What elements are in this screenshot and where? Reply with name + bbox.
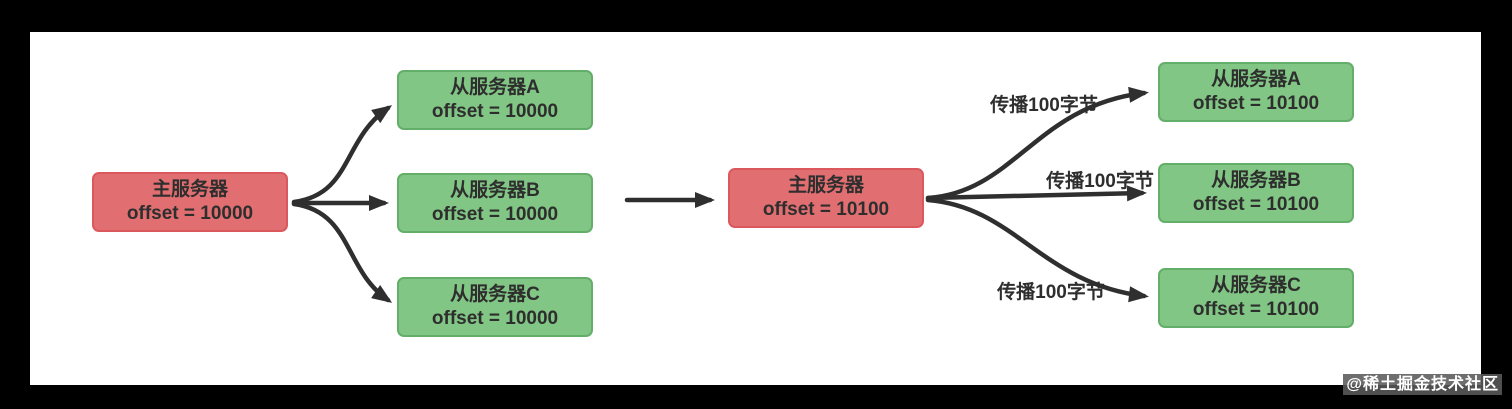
- edge-label-propagate-c: 传播100字节: [997, 282, 1105, 303]
- edge-label-propagate-a: 传播100字节: [990, 95, 1098, 116]
- arrow-after-master-to-slave-c: [925, 197, 1149, 303]
- after-master-node: 主服务器 offset = 10100: [728, 168, 924, 228]
- arrow-after-master-to-slave-a: [925, 86, 1149, 201]
- node-offset: offset = 10000: [431, 101, 559, 122]
- node-offset: offset = 10100: [1192, 93, 1320, 114]
- before-master-node: 主服务器 offset = 10000: [92, 172, 288, 232]
- node-title: 从服务器B: [1211, 170, 1301, 191]
- after-slave-b-node: 从服务器B offset = 10100: [1158, 163, 1354, 223]
- node-offset: offset = 10000: [431, 204, 559, 225]
- node-offset: offset = 10000: [431, 308, 559, 329]
- before-slave-a-node: 从服务器A offset = 10000: [397, 70, 593, 130]
- node-title: 主服务器: [151, 179, 228, 200]
- before-slave-c-node: 从服务器C offset = 10000: [397, 277, 593, 337]
- after-slave-c-node: 从服务器C offset = 10100: [1158, 268, 1354, 328]
- node-title: 从服务器A: [1211, 69, 1301, 90]
- edge-label-propagate-b: 传播100字节: [1046, 171, 1154, 192]
- node-offset: offset = 10100: [1192, 299, 1320, 320]
- node-offset: offset = 10000: [126, 203, 254, 224]
- node-title: 从服务器A: [450, 77, 540, 98]
- arrow-before-master-to-slave-c: [291, 201, 393, 303]
- node-title: 主服务器: [787, 175, 864, 196]
- after-slave-a-node: 从服务器A offset = 10100: [1158, 62, 1354, 122]
- node-offset: offset = 10100: [762, 199, 890, 220]
- arrow-after-master-to-slave-b: [925, 185, 1147, 202]
- watermark: @稀土掘金技术社区: [1343, 374, 1502, 395]
- arrow-before-master-to-slave-a: [291, 105, 393, 205]
- before-slave-b-node: 从服务器B offset = 10000: [397, 173, 593, 233]
- node-offset: offset = 10100: [1192, 194, 1320, 215]
- node-title: 从服务器B: [450, 180, 540, 201]
- diagram-canvas: 主服务器 offset = 10000 从服务器A offset = 10000…: [30, 32, 1481, 385]
- node-title: 从服务器C: [1211, 275, 1301, 296]
- arrows-layer: [291, 86, 1149, 303]
- node-title: 从服务器C: [450, 284, 540, 305]
